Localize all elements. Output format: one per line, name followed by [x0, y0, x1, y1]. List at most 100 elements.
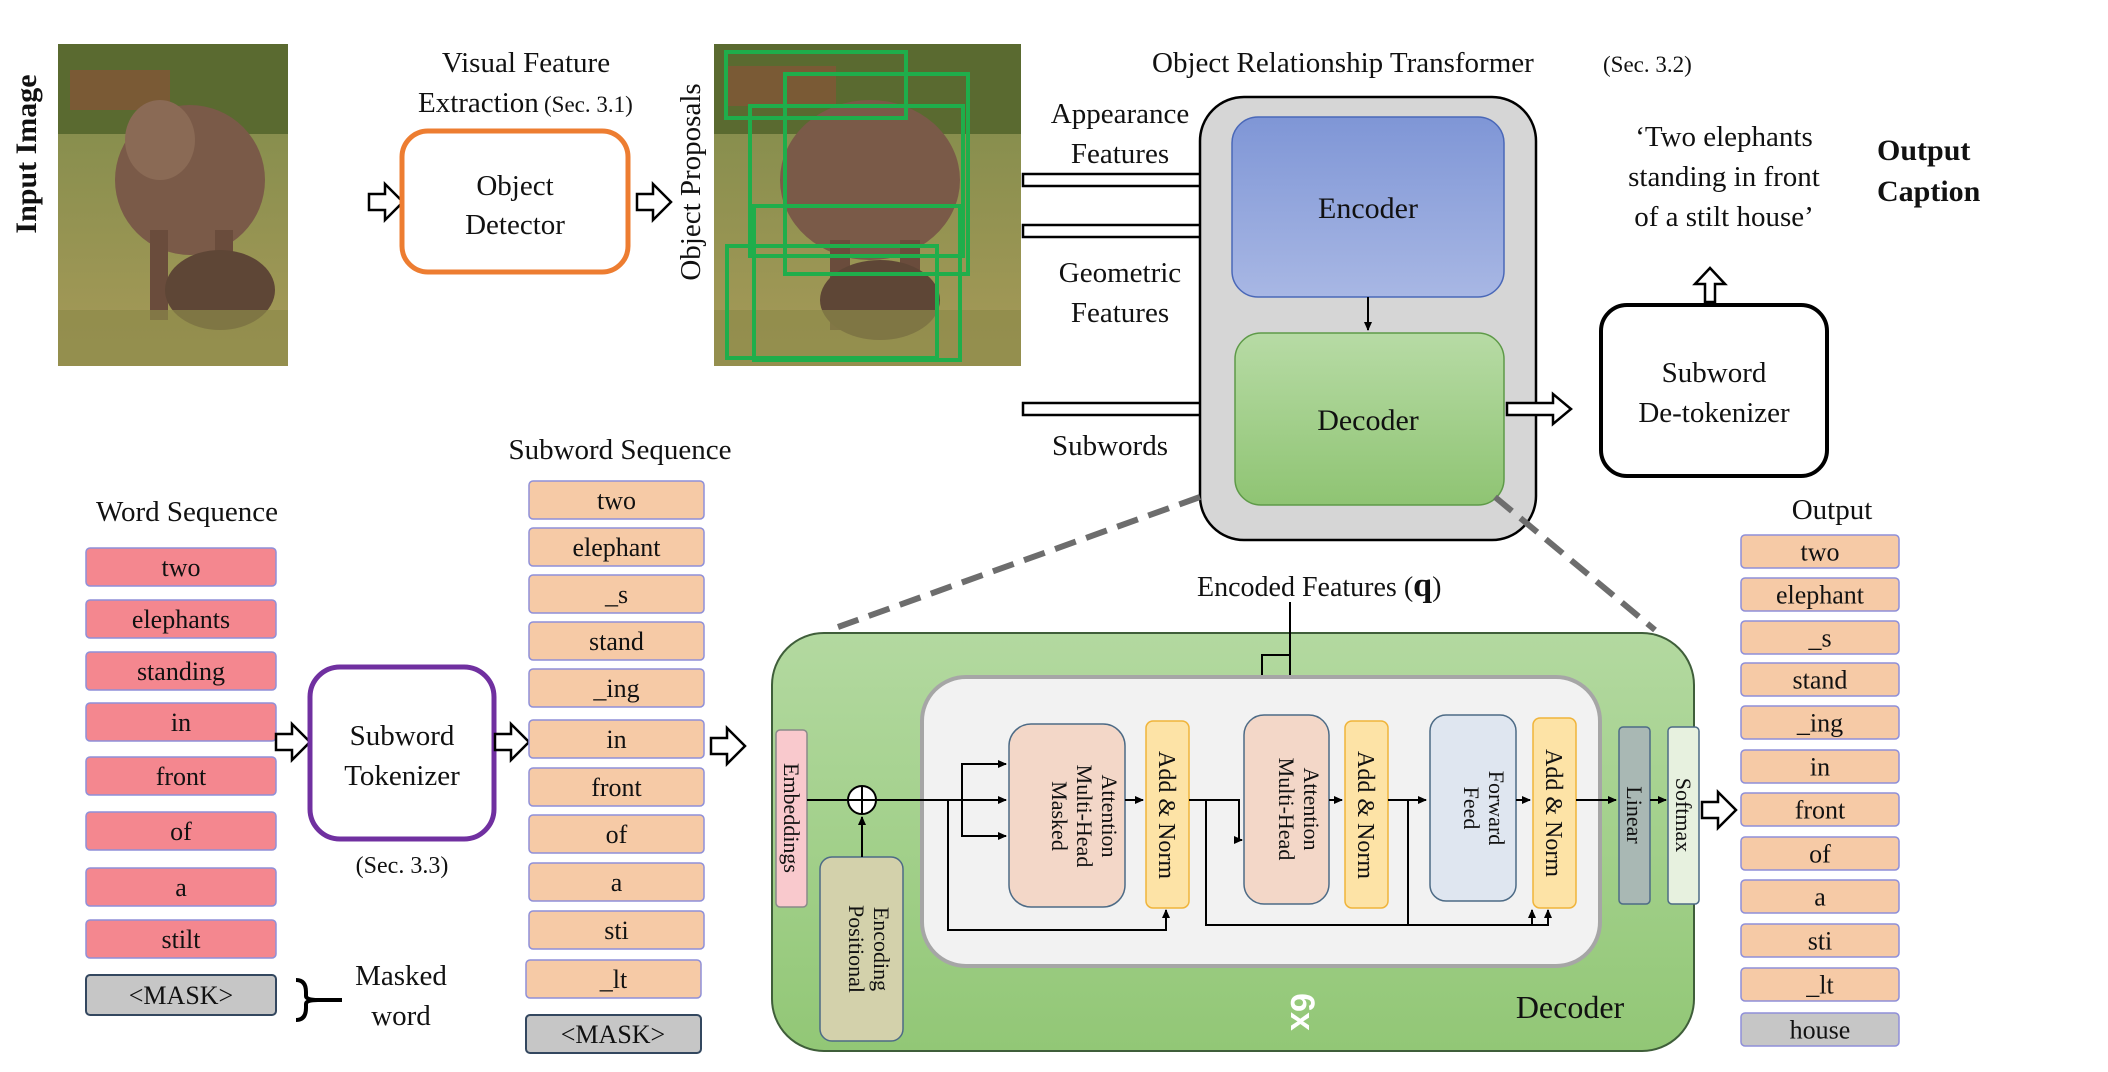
zoom-line-right: [1493, 494, 1657, 633]
input-image-label: Input Image: [10, 74, 43, 233]
output-label: _lt: [1805, 971, 1834, 1000]
output-label: house: [1790, 1016, 1851, 1045]
subword-label: two: [597, 486, 636, 515]
mask-word-text: <MASK>: [129, 981, 233, 1010]
visual-feature-title-2: Extraction: [418, 87, 539, 119]
encoded-features-close: ): [1432, 572, 1441, 603]
feed-forward-label-1: Feed: [1459, 787, 1484, 830]
word-label: a: [175, 873, 187, 902]
embeddings-label: Embeddings: [779, 763, 804, 873]
object-detector-label-1: Object: [476, 170, 553, 202]
arrow-words-to-tokenizer: [274, 720, 312, 764]
subword-box: [528, 767, 705, 807]
masked-word-label-2: word: [371, 1000, 431, 1032]
tokenizer-sec: (Sec. 3.3): [356, 853, 449, 879]
output-box: [1740, 836, 1900, 871]
subword-label: sti: [604, 916, 629, 945]
output-label: elephant: [1776, 581, 1865, 610]
word-box: [85, 867, 277, 907]
add-norm-label-3: Add & Norm: [1540, 749, 1566, 877]
decoder-label: Decoder: [1317, 404, 1419, 437]
detokenizer-box: [1599, 303, 1829, 478]
linear-box: [1618, 726, 1651, 905]
output-box: [1740, 662, 1900, 697]
subword-box: [528, 621, 705, 661]
feed-forward-label-2: Forward: [1484, 771, 1509, 846]
word-label: front: [156, 762, 207, 791]
subword-box: [528, 910, 705, 950]
caption-line-1: ‘Two elephants: [1635, 121, 1813, 153]
caption-line-2: standing in front: [1628, 161, 1820, 193]
geometric-arrow: [1021, 213, 1227, 249]
output-label: sti: [1808, 927, 1833, 956]
decoder-block: [1234, 332, 1505, 506]
output-sequence-title: Output: [1792, 494, 1873, 526]
detokenizer-label-1: Subword: [1662, 357, 1767, 389]
feed-forward-box: [1429, 714, 1517, 902]
object-proposals-label: Object Proposals: [675, 83, 707, 280]
output-label: front: [1795, 796, 1846, 825]
subwords-label: Subwords: [1052, 430, 1168, 462]
masked-attention-label-3: Attention: [1097, 774, 1122, 857]
subword-label: of: [606, 820, 628, 849]
subword-box: [528, 668, 705, 708]
subword-box: [528, 719, 705, 759]
word-sequence-title: Word Sequence: [96, 496, 278, 528]
subword-label: front: [591, 773, 642, 802]
encoded-features-text: Encoded Features (: [1197, 572, 1413, 603]
subword-box: [528, 574, 705, 614]
subword-label: _ing: [592, 674, 639, 703]
word-box: [85, 651, 277, 691]
object-proposals-image: [714, 44, 1021, 366]
tokenizer-label-2: Tokenizer: [344, 760, 460, 792]
word-box: [85, 756, 277, 796]
output-label: two: [1801, 538, 1840, 567]
word-box: [85, 547, 277, 587]
zoom-line-left: [836, 494, 1202, 630]
transformer-title-sec: (Sec. 3.2): [1603, 52, 1692, 77]
decoder-detail-title: Decoder: [1516, 989, 1625, 1025]
masked-attention-box: [1008, 723, 1126, 908]
mask-subword-text: <MASK>: [561, 1020, 665, 1049]
encoded-features-q: q: [1413, 567, 1432, 604]
softmax-box: [1667, 726, 1700, 905]
output-box: [1740, 577, 1900, 612]
output-box: [1740, 967, 1900, 1002]
positional-encoding-label-1: Positional: [844, 905, 869, 993]
subword-label: _lt: [599, 965, 628, 994]
subword-box: [528, 527, 705, 567]
word-box: [85, 811, 277, 851]
masked-attention-label-2: Multi-Head: [1072, 765, 1097, 868]
output-label: _s: [1807, 624, 1831, 653]
add-norm-label-2: Add & Norm: [1352, 751, 1378, 879]
masked-attention-label-1: Masked: [1047, 781, 1072, 851]
softmax-label: Softmax: [1671, 778, 1696, 853]
mask-subword-box: [525, 1014, 702, 1054]
masked-word-label-1: Masked: [355, 960, 447, 992]
visual-feature-title-1: Visual Feature: [442, 47, 610, 79]
output-box: [1740, 534, 1900, 569]
subword-label: in: [606, 725, 626, 754]
geometric-label-2: Features: [1071, 297, 1169, 329]
attention-label-2: Attention: [1299, 767, 1324, 850]
mask-word-box: [85, 974, 277, 1016]
output-box: [1740, 749, 1900, 784]
encoded-features-label: Encoded Features (q): [1197, 567, 1441, 604]
residual-1: [947, 800, 1170, 931]
word-box: [85, 702, 277, 742]
output-box: [1740, 923, 1900, 958]
repeat-label: 6x: [1283, 993, 1321, 1031]
output-sequence-list: twoelephant_sstand_inginfrontofasti_ltho…: [1740, 534, 1900, 1047]
residual-2: [1205, 800, 1552, 926]
output-box: [1740, 879, 1900, 914]
output-label: stand: [1793, 666, 1848, 695]
word-label: elephants: [132, 605, 230, 634]
output-box: [1740, 1012, 1900, 1047]
word-label: stilt: [161, 925, 201, 954]
arrow-tokenizer-to-subwords: [493, 720, 531, 764]
visual-feature-sec: (Sec. 3.1): [544, 92, 633, 117]
